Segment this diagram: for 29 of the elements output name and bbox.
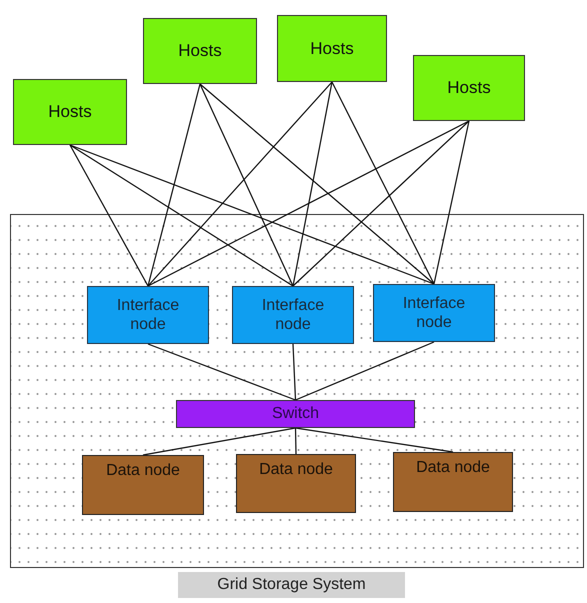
connector-line: [295, 427, 454, 453]
connector-line: [148, 82, 332, 286]
switch-bar: Switch: [176, 400, 415, 428]
connector-line: [69, 144, 149, 286]
data-node-box: Data node: [393, 452, 513, 512]
host-box: Hosts: [143, 18, 257, 84]
connector-line: [292, 120, 470, 286]
connector-line: [199, 84, 294, 286]
host-box: Hosts: [413, 55, 525, 121]
connector-line: [147, 84, 201, 286]
connector-line: [70, 144, 434, 285]
connector-line: [292, 344, 296, 400]
connector-line: [295, 341, 434, 401]
host-box: Hosts: [277, 15, 387, 82]
connector-line: [200, 84, 434, 284]
connector-line: [148, 120, 470, 287]
data-node-box: Data node: [236, 454, 356, 513]
connector-line: [142, 427, 296, 456]
interface-node-box: Interface node: [373, 284, 495, 342]
interface-node-box: Interface node: [87, 286, 209, 344]
data-node-box: Data node: [82, 455, 204, 515]
caption-label: Grid Storage System: [178, 572, 405, 598]
connector-line: [433, 120, 470, 284]
connector-line: [294, 428, 297, 454]
host-box: Hosts: [13, 79, 127, 145]
connector-line: [292, 82, 333, 286]
interface-node-box: Interface node: [232, 286, 354, 344]
connector-line: [70, 144, 294, 286]
connector-line: [331, 82, 435, 284]
